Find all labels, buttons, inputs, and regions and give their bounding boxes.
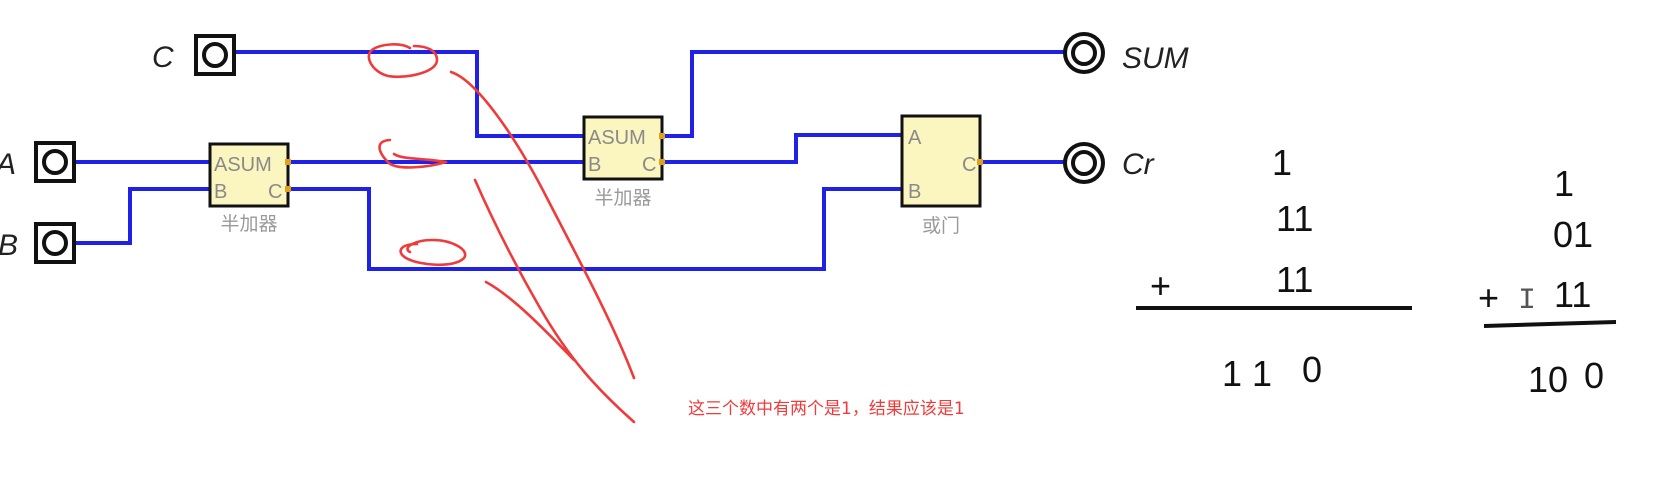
red-scribbles	[367, 43, 636, 424]
half-adder-2-title: ASUM	[588, 127, 646, 149]
half-adder-1-port-b: B	[214, 181, 227, 203]
circle-mark-top	[367, 43, 439, 79]
or-gate-name: 或门	[922, 215, 960, 237]
half-adder-2-name: 半加器	[594, 187, 651, 209]
text-cursor-icon: I	[1518, 284, 1536, 318]
wire-c-to-adder2-a	[222, 50, 588, 138]
pointer-stroke-2	[473, 178, 636, 424]
or-gate[interactable]: A B C 或门	[900, 114, 983, 237]
half-adder-2[interactable]: ASUM B C 半加器	[582, 115, 665, 209]
output-label-sum: SUM	[1122, 42, 1189, 75]
wire-adder2-carry-to-or-a	[660, 133, 906, 164]
circle-mark-middle	[378, 138, 448, 169]
calc2-carry: 1	[1554, 163, 1574, 204]
output-label-cr: Cr	[1122, 148, 1155, 181]
input-pin-c[interactable]: C	[152, 34, 236, 76]
pointer-stroke-1	[449, 70, 636, 380]
or-gate-port-c: C	[962, 154, 976, 176]
or-gate-port-a: A	[908, 127, 922, 149]
input-label-b: B	[0, 229, 18, 262]
calc2-addend1: 01	[1553, 214, 1593, 255]
calc1-addend2: 11	[1276, 259, 1313, 300]
half-adder-1-port-c: C	[268, 181, 282, 203]
calc2-plus: +	[1478, 277, 1499, 318]
wire-adder2-sum-to-output	[660, 50, 1070, 138]
half-adder-1[interactable]: ASUM B C 半加器	[208, 142, 291, 235]
wire-adder1-carry-to-or-b	[288, 187, 906, 271]
calculation-2: 1 01 + I 11 10 0	[1478, 163, 1617, 400]
calculation-1: 1 11 + 11 1 1 0	[1136, 142, 1412, 394]
calc2-rule	[1483, 320, 1617, 328]
half-adder-2-port-c: C	[642, 154, 656, 176]
input-label-c: C	[152, 41, 174, 74]
input-pin-b[interactable]: B	[0, 222, 76, 264]
circle-mark-bottom	[399, 238, 467, 267]
output-pin-sum[interactable]: SUM	[1063, 32, 1189, 75]
calc1-addend1: 11	[1276, 198, 1313, 239]
half-adder-1-name: 半加器	[220, 213, 277, 235]
calc1-result-digit-1: 1	[1222, 353, 1242, 394]
output-pin-cr[interactable]: Cr	[1063, 142, 1155, 184]
calc1-carry: 1	[1272, 142, 1292, 183]
calc1-result-digit-2: 1	[1252, 353, 1272, 394]
wire-b-to-adder1-b	[74, 187, 214, 245]
calc2-result-part-2: 0	[1584, 355, 1604, 396]
input-label-a: A	[0, 148, 16, 181]
half-adder-1-title: ASUM	[214, 154, 272, 176]
half-adder-2-port-b: B	[588, 154, 601, 176]
wires	[74, 50, 1070, 271]
annotation-note: 这三个数中有两个是1，结果应该是1	[688, 399, 965, 419]
input-pin-a[interactable]: A	[0, 141, 76, 183]
calc2-addend2: 11	[1554, 274, 1591, 315]
calc2-result-part-1: 10	[1528, 359, 1568, 400]
or-gate-port-b: B	[908, 181, 921, 203]
calc1-plus: +	[1150, 265, 1171, 306]
calc1-result-digit-3: 0	[1302, 349, 1322, 390]
pointer-stroke-3	[484, 280, 576, 362]
